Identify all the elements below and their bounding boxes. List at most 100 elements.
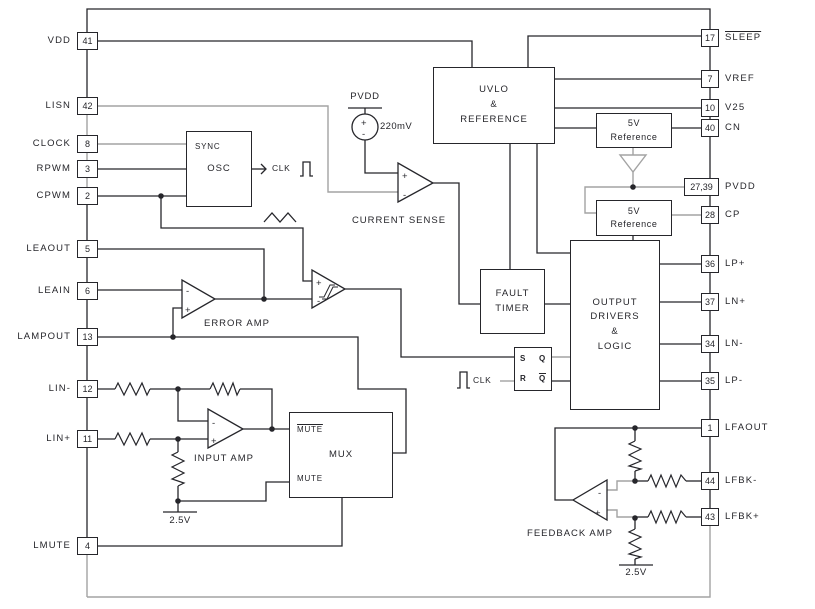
mux-mute-bar-label: MUTE: [297, 425, 323, 434]
resistor-feedback-top: [627, 440, 644, 472]
pin-box-LISN: 42: [77, 97, 98, 115]
offset-source-circle: [351, 113, 379, 141]
pin-box-CLOCK: 8: [77, 135, 98, 153]
pin-box-SLEEP: 17: [701, 29, 719, 47]
pin-label-SLEEP: SLEEP: [725, 32, 762, 43]
pvdd-terminal-label: PVDD: [350, 91, 380, 102]
pin-label-LFAOUT: LFAOUT: [725, 422, 769, 433]
pin-label-CN: CN: [725, 122, 741, 133]
pin-box-LP+: 36: [701, 255, 719, 273]
svg-text:-: -: [317, 296, 320, 307]
latch-q-label: Q: [538, 354, 546, 363]
wires-gray: [86, 105, 711, 598]
fault-timer-block: FAULT TIMER: [480, 269, 545, 334]
svg-text:-: -: [598, 488, 601, 499]
junction-dots: [158, 184, 638, 521]
svg-text:+: +: [211, 436, 217, 447]
pin-box-LN-: 34: [701, 335, 719, 353]
pin-label-LIN-: LIN-: [48, 383, 71, 394]
latch-s-label: S: [520, 354, 527, 363]
svg-text:-: -: [186, 286, 189, 297]
pin-label-VREF: VREF: [725, 73, 755, 84]
5v-reference-top-block: 5V Reference: [596, 113, 672, 148]
pin-box-LFBK+: 43: [701, 508, 719, 526]
svg-text:+: +: [402, 171, 408, 182]
5v-reference-top-label: 5V Reference: [610, 118, 658, 142]
pin-label-CPWM: CPWM: [36, 190, 71, 201]
pin-box-LIN+: 11: [77, 430, 98, 448]
pin-box-V25: 10: [701, 99, 719, 117]
pin-box-CN: 40: [701, 119, 719, 137]
pin-box-CPWM: 2: [77, 187, 98, 205]
pin-box-VDD: 41: [77, 32, 98, 50]
pin-box-LEAIN: 6: [77, 282, 98, 300]
pin-label-PVDD: PVDD: [725, 181, 756, 192]
pin-label-LMUTE: LMUTE: [33, 540, 71, 551]
pin-box-VREF: 7: [701, 70, 719, 88]
osc-sync-label: SYNC: [195, 142, 221, 151]
feedback-amp-triangle: [571, 478, 608, 522]
5v-reference-bottom-block: 5V Reference: [596, 200, 672, 236]
uvlo-label: UVLO & REFERENCE: [460, 84, 528, 125]
feedback-amp-label: FEEDBACK AMP: [527, 528, 613, 539]
pin-box-LFAOUT: 1: [701, 419, 719, 437]
mux-mute-label: MUTE: [297, 473, 323, 483]
resistor-lfbk-minus: [647, 473, 687, 489]
osc-label: OSC: [207, 162, 231, 174]
output-drivers-block: OUTPUT DRIVERS & LOGIC: [570, 240, 660, 410]
5v-reference-bottom-label: 5V Reference: [610, 205, 658, 230]
osc-clk-label: CLK: [272, 163, 291, 173]
polarity-marks: -+ +- +- -+ -+ +-: [185, 118, 601, 519]
pin-box-LP-: 35: [701, 372, 719, 390]
pin-label-LFBK-: LFBK-: [725, 475, 758, 486]
sr-latch-block: S R Q Q: [514, 347, 552, 391]
uvlo-reference-block: UVLO & REFERENCE: [433, 67, 555, 144]
pin-box-PVDD: 27,39: [684, 178, 719, 196]
resistor-lfbk-plus: [647, 509, 687, 525]
resistors: [114, 381, 687, 560]
pin-label-VDD: VDD: [47, 35, 71, 46]
offset-source-label: 220mV: [380, 121, 413, 132]
svg-text:+: +: [316, 278, 322, 289]
pin-box-LEAOUT: 5: [77, 240, 98, 258]
pin-label-LN+: LN+: [725, 296, 746, 307]
current-sense-triangle: [397, 161, 435, 204]
mux-block: MUTE MUX MUTE: [289, 412, 393, 498]
pin-box-LAMPOUT: 13: [77, 328, 98, 346]
pin-label-LEAOUT: LEAOUT: [26, 243, 71, 254]
svg-text:-: -: [403, 190, 406, 201]
output-drivers-label: OUTPUT DRIVERS & LOGIC: [590, 296, 640, 352]
error-amp-label: ERROR AMP: [203, 318, 270, 329]
resistor-input-bias: [170, 451, 186, 487]
svg-text:-: -: [362, 129, 365, 140]
latch-r-label: R: [520, 373, 527, 383]
resistor-lin-plus: [114, 431, 151, 447]
vref-2v5-feedback-label: 2.5V: [625, 567, 647, 578]
pin-label-CP: CP: [725, 209, 741, 220]
pin-box-LIN-: 12: [77, 380, 98, 398]
current-sense-label: CURRENT SENSE: [351, 215, 447, 226]
pin-label-LEAIN: LEAIN: [38, 285, 71, 296]
svg-text:+: +: [185, 305, 191, 316]
latch-clk-label: CLK: [473, 375, 492, 385]
resistor-input-feedback: [209, 381, 241, 397]
pin-label-V25: V25: [725, 102, 746, 113]
fault-timer-label: FAULT TIMER: [495, 287, 530, 314]
pin-label-LAMPOUT: LAMPOUT: [17, 331, 71, 342]
pin-label-LP-: LP-: [725, 375, 744, 386]
pin-box-LFBK-: 44: [701, 472, 719, 490]
pin-label-LFBK+: LFBK+: [725, 511, 760, 522]
input-amp-label: INPUT AMP: [193, 453, 255, 464]
pin-label-LISN: LISN: [45, 100, 71, 111]
svg-text:-: -: [212, 418, 215, 429]
amplifiers: [181, 113, 608, 522]
vref-2v5-input-label: 2.5V: [169, 515, 191, 526]
mux-label: MUX: [328, 448, 354, 460]
pin-label-LIN+: LIN+: [46, 433, 71, 444]
svg-text:+: +: [361, 118, 367, 129]
hysteresis-icon: [319, 284, 338, 300]
pin-label-LP+: LP+: [725, 258, 746, 269]
pin-label-CLOCK: CLOCK: [32, 138, 71, 149]
latch-qbar-label: Q: [538, 373, 546, 383]
